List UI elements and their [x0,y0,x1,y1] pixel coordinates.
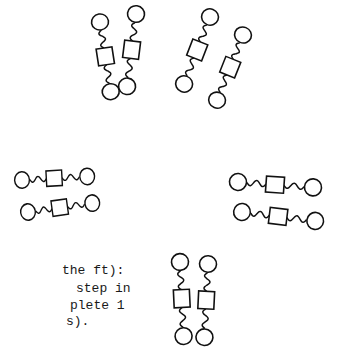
link-squiggle [62,174,80,180]
body-square [96,47,114,66]
body-square [220,56,241,78]
body-square [173,289,190,308]
head-circle [199,6,221,27]
link-squiggle [202,309,209,329]
note-fragment: the ft): [62,263,124,278]
link-squiggle [218,74,230,93]
foot-circle [196,329,214,346]
link-squiggle [231,42,243,61]
dancer-figure [229,173,322,197]
link-squiggle [178,271,185,290]
dancer-figure [196,255,217,346]
foot-circle [206,90,228,111]
foot-circle [101,82,120,100]
body-square [198,291,215,309]
head-circle [90,13,109,31]
note-fragment: s). [66,314,89,329]
dancer-figure [20,194,101,221]
link-squiggle [125,58,133,78]
body-square [46,170,62,186]
foot-circle [175,327,193,345]
link-squiggle [130,22,138,41]
head-circle [233,203,252,222]
link-squiggle [185,57,197,77]
foot-circle [84,194,101,212]
link-squiggle [98,30,106,49]
dancer-figure [118,5,146,96]
head-circle [127,5,146,23]
foot-circle [304,178,322,196]
link-squiggle [30,176,47,182]
dancer-figure [14,168,95,189]
foot-circle [173,73,195,94]
head-circle [20,203,37,221]
dancer-figure [90,13,120,101]
link-squiggle [250,210,269,218]
head-circle [14,171,30,188]
dancer-figure [233,203,325,231]
head-circle [171,253,189,271]
link-squiggle [284,182,304,189]
link-squiggle [67,201,85,209]
note-fragment: step in [76,281,131,296]
link-squiggle [204,273,211,292]
body-square [187,39,208,61]
foot-circle [306,211,325,230]
body-square [123,40,141,59]
foot-circle [79,168,95,185]
link-squiggle [104,64,112,83]
head-circle [232,24,254,45]
head-circle [199,255,217,272]
link-squiggle [198,24,210,43]
link-squiggle [179,307,186,327]
note-fragment: plete 1 [70,298,125,313]
body-square [51,199,69,216]
body-square [265,176,284,193]
link-squiggle [247,180,266,187]
link-squiggle [287,215,307,223]
dancer-figure [173,6,221,94]
body-square [268,207,288,225]
dancer-figure [206,24,254,110]
dancer-figure [171,253,192,345]
head-circle [229,173,247,191]
link-squiggle [35,206,52,214]
foot-circle [118,77,137,95]
